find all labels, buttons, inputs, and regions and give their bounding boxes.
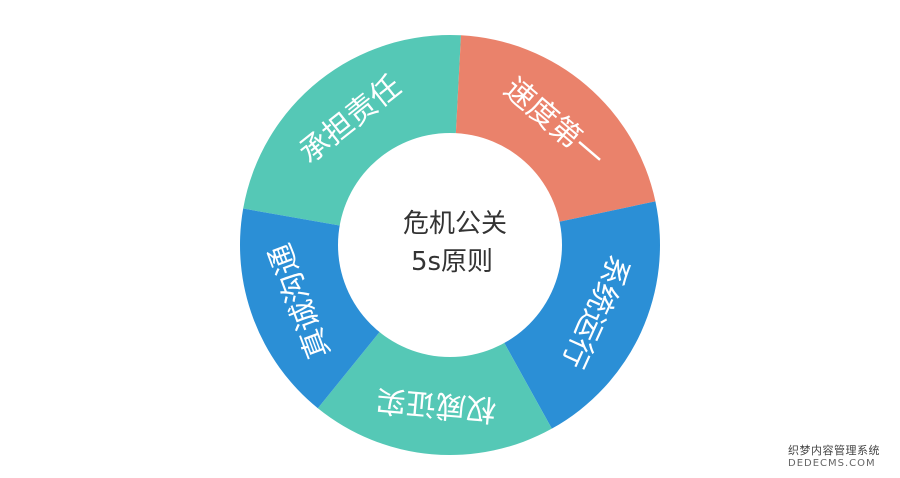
watermark: 织梦内容管理系统 DEDECMS.COM <box>788 444 880 470</box>
watermark-cn: 织梦内容管理系统 <box>788 444 880 457</box>
segment-sincere-communication: 真诚沟通 <box>240 208 381 409</box>
segment-authority-verification-shape <box>317 330 552 455</box>
center-title-line2: 5s原则 <box>411 247 493 277</box>
segment-system-operation-shape <box>503 201 661 429</box>
segment-system-operation: 系统运行 <box>503 201 661 429</box>
center-circle <box>338 133 562 357</box>
segment-speed-first-shape <box>455 35 656 223</box>
segment-sincere-communication-shape <box>240 208 381 409</box>
watermark-en: DEDECMS.COM <box>788 458 876 469</box>
center-title-line1: 危机公关 <box>403 209 507 239</box>
segment-take-responsibility-shape <box>243 34 461 226</box>
segment-authority-verification: 权威证实 <box>317 330 552 455</box>
